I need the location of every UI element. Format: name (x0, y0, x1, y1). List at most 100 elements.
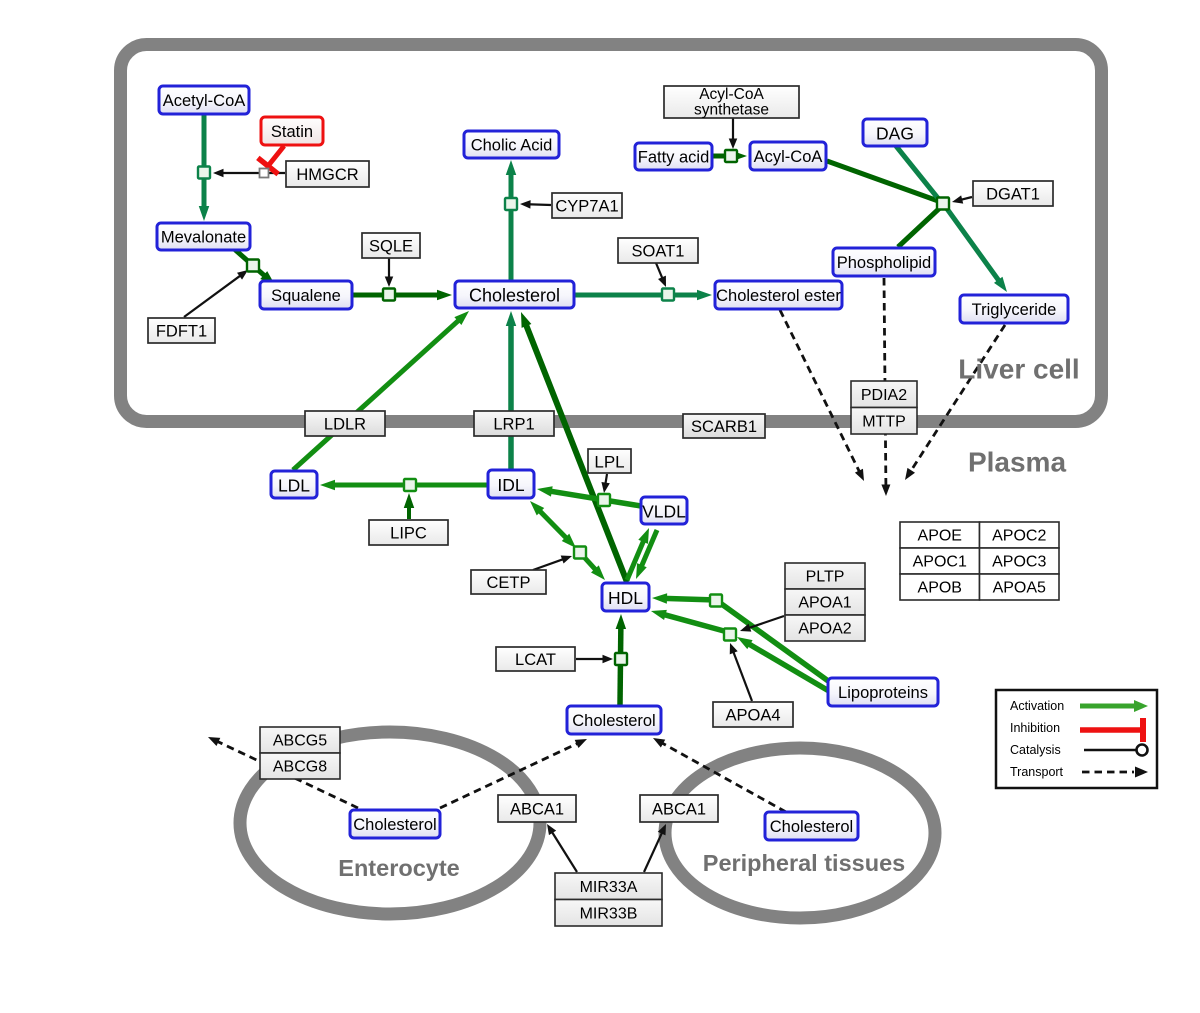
node-hdl[interactable]: HDL (600, 581, 651, 613)
node-cholesterol-liver[interactable]: Cholesterol (453, 279, 576, 310)
node-box-ldlr[interactable] (304, 410, 386, 437)
node-box-phospholipid[interactable] (831, 246, 937, 278)
node-box-hdl[interactable] (600, 581, 651, 613)
node-box-squalene[interactable] (258, 279, 354, 311)
node-cholesterol-ester[interactable]: Cholesterol ester (713, 279, 844, 311)
table-cell-apoc1[interactable] (899, 547, 981, 575)
node-cyp7a1[interactable]: CYP7A1 (551, 192, 623, 219)
node-box-cholesterol-plasma[interactable] (565, 704, 663, 736)
edge-hdl-vldl (624, 528, 649, 581)
node-box-hmgcr[interactable] (285, 160, 370, 188)
node-box-mevalonate[interactable] (155, 221, 252, 252)
node-dgat1[interactable]: DGAT1 (972, 180, 1054, 207)
node-acetyl-coa[interactable]: Acetyl-CoA (157, 84, 251, 116)
node-lrp1[interactable]: LRP1 (473, 410, 555, 437)
node-sqle[interactable]: SQLE (361, 232, 421, 259)
table-cell-apob[interactable] (899, 573, 981, 601)
edge-line-cholesterolester-plasma (778, 309, 862, 474)
node-box-dgat1[interactable] (972, 180, 1054, 207)
node-label-hmgcr: HMGCR (296, 166, 358, 184)
node-box-fdft1[interactable] (147, 317, 216, 344)
node-box-pdia2-mttp-mttp[interactable] (850, 406, 918, 435)
node-phospholipid[interactable]: Phospholipid (831, 246, 937, 278)
node-mevalonate[interactable]: Mevalonate (155, 221, 252, 252)
node-box-cholesterol-ester[interactable] (713, 279, 844, 311)
node-cholesterol-peripheral[interactable]: Cholesterol (763, 810, 860, 842)
node-box-lrp1[interactable] (473, 410, 555, 437)
node-hmgcr[interactable]: HMGCR (285, 160, 370, 188)
node-box-cyp7a1[interactable] (551, 192, 623, 219)
node-box-cetp[interactable] (470, 569, 547, 595)
node-lcat[interactable]: LCAT (495, 646, 576, 672)
node-box-abca1-left[interactable] (497, 794, 577, 823)
node-box-cholesterol-liver[interactable] (453, 279, 576, 310)
node-lipoproteins[interactable]: Lipoproteins (826, 676, 940, 708)
node-idl[interactable]: IDL (486, 468, 536, 500)
node-abca1-right[interactable]: ABCA1 (639, 794, 719, 823)
node-ldlr[interactable]: LDLR (304, 410, 386, 437)
node-soat1[interactable]: SOAT1 (617, 237, 699, 264)
node-box-pltp-apoa1-apoa2-pltp[interactable] (784, 562, 866, 590)
node-box-acyl-coa-synthetase[interactable] (663, 85, 800, 119)
node-lpl[interactable]: LPL (587, 448, 632, 474)
node-box-scarb1[interactable] (682, 413, 766, 439)
node-scarb1[interactable]: SCARB1 (682, 413, 766, 439)
node-box-apoa4[interactable] (712, 701, 794, 728)
node-box-lpl[interactable] (587, 448, 632, 474)
node-label-dgat1: DGAT1 (986, 186, 1040, 204)
edge-line-dag-dgat1hub (894, 144, 943, 204)
node-box-lipoproteins[interactable] (826, 676, 940, 708)
node-box-statin[interactable] (259, 115, 325, 147)
edge-line-idl-cetp (536, 507, 570, 542)
edge-sqle-catalysis (384, 258, 394, 287)
node-box-cholic-acid[interactable] (462, 129, 561, 160)
node-apoa4[interactable]: APOA4 (712, 701, 794, 728)
node-box-sqle[interactable] (361, 232, 421, 259)
table-cell-apoc3[interactable] (978, 547, 1060, 575)
node-box-acetyl-coa[interactable] (157, 84, 251, 116)
table-cell-apoa5[interactable] (978, 573, 1060, 601)
node-acyl-coa[interactable]: Acyl-CoA (748, 140, 828, 172)
node-cholic-acid[interactable]: Cholic Acid (462, 129, 561, 160)
node-box-fatty-acid[interactable] (633, 141, 714, 172)
arrowhead-acetylcoa-mevalonate (198, 206, 210, 221)
node-triglyceride[interactable]: Triglyceride (958, 293, 1070, 325)
node-lipc[interactable]: LIPC (368, 519, 449, 546)
node-squalene[interactable]: Squalene (258, 279, 354, 311)
node-box-pltp-apoa1-apoa2-apoa2[interactable] (784, 614, 866, 642)
node-box-lcat[interactable] (495, 646, 576, 672)
table-cell-apoc2[interactable] (978, 521, 1060, 549)
node-box-abca1-right[interactable] (639, 794, 719, 823)
node-box-idl[interactable] (486, 468, 536, 500)
node-box-pdia2-mttp-pdia2[interactable] (850, 380, 918, 409)
node-cholesterol-enterocyte[interactable]: Cholesterol (348, 808, 442, 840)
node-fdft1[interactable]: FDFT1 (147, 317, 216, 344)
node-cetp[interactable]: CETP (470, 569, 547, 595)
node-ldl[interactable]: LDL (269, 469, 319, 500)
node-box-lipc[interactable] (368, 519, 449, 546)
node-box-abcg5-abcg8-abcg8[interactable] (259, 752, 341, 780)
node-vldl[interactable]: VLDL (639, 495, 689, 526)
node-box-dag[interactable] (861, 117, 929, 148)
node-dag[interactable]: DAG (861, 117, 929, 148)
node-box-cholesterol-peripheral[interactable] (763, 810, 860, 842)
node-box-acyl-coa[interactable] (748, 140, 828, 172)
node-fatty-acid[interactable]: Fatty acid (633, 141, 714, 172)
node-box-soat1[interactable] (617, 237, 699, 264)
node-box-abcg5-abcg8-abcg5[interactable] (259, 726, 341, 754)
node-box-vldl[interactable] (639, 495, 689, 526)
node-box-cholesterol-enterocyte[interactable] (348, 808, 442, 840)
node-box-mir33a-mir33b-mir33b[interactable] (554, 898, 663, 927)
node-box-mir33a-mir33b-mir33a[interactable] (554, 872, 663, 901)
node-box-triglyceride[interactable] (958, 293, 1070, 325)
node-box-ldl[interactable] (269, 469, 319, 500)
node-abca1-left[interactable]: ABCA1 (497, 794, 577, 823)
edge-line-cyp7a1-catalysis (527, 203, 552, 207)
node-cholesterol-plasma[interactable]: Cholesterol (565, 704, 663, 736)
node-statin[interactable]: Statin (259, 115, 325, 147)
